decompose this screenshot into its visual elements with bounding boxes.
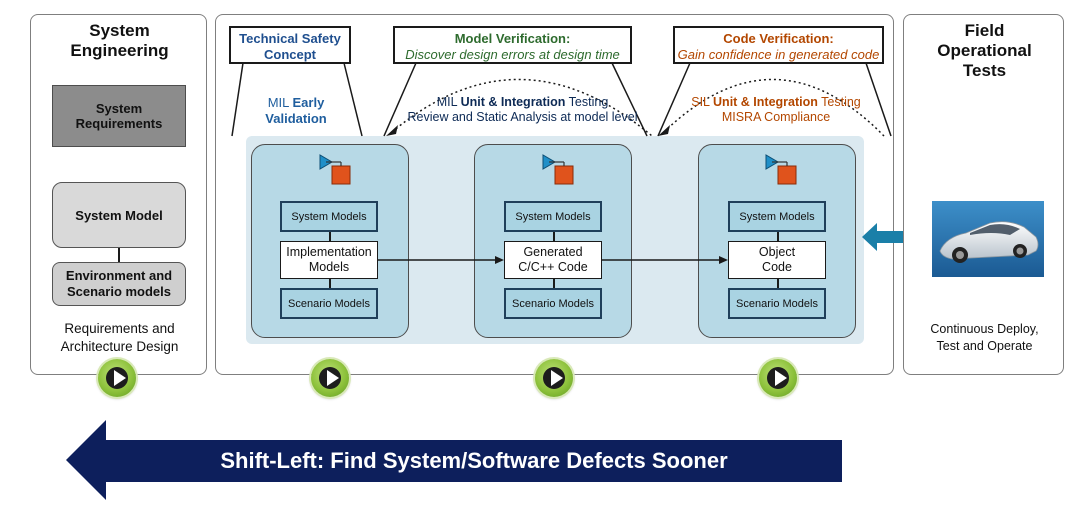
- stage-code-generated-code: Generated C/C++ Code: [504, 241, 602, 279]
- play-button-code[interactable]: [535, 359, 573, 397]
- car-image: [932, 201, 1044, 277]
- system-model-box: System Model: [52, 182, 186, 248]
- stage-code-connector-bottom: [553, 279, 555, 288]
- shift-left-label: Shift-Left: Find System/Software Defects…: [220, 448, 728, 473]
- sil-testing-arc: [663, 78, 885, 137]
- sil-testing-label: SIL Unit & Integration Testing MISRA Com…: [691, 95, 861, 124]
- field-operational-panel: Field Operational Tests Continuous Deplo…: [903, 14, 1064, 375]
- stage-code-scenario-models: Scenario Models: [504, 288, 602, 319]
- mil-testing-arc: [391, 78, 653, 137]
- requirements-caption: Requirements and Architecture Design: [60, 321, 179, 354]
- stage-mil-system-models: System Models: [280, 201, 378, 232]
- play-button-requirements[interactable]: [98, 359, 136, 397]
- mil-testing-label: MIL Unit & Integration Testing Review an…: [407, 95, 638, 124]
- code-verification-leader-right: [865, 62, 892, 137]
- technical-safety-callout: Technical Safety Concept: [229, 26, 351, 64]
- stage-sil-system-models: System Models: [728, 201, 826, 232]
- stage-sil-object-code: Object Code: [728, 241, 826, 279]
- stage-mil-connector-bottom: [329, 279, 331, 288]
- stage-mil-implementation-models: Implementation Models: [280, 241, 378, 279]
- code-verification-leader-left: [657, 62, 691, 137]
- play-button-sil[interactable]: [759, 359, 797, 397]
- field-caption: Continuous Deploy, Test and Operate: [930, 322, 1039, 353]
- safety-leader-left: [231, 62, 244, 137]
- stage-sil-connector-bottom: [777, 279, 779, 288]
- flow-arrow-2-head: [719, 256, 728, 264]
- system-engineering-panel: System Engineering System Requirements S…: [30, 14, 207, 375]
- code-verification-callout: Code Verification: Gain confidence in ge…: [673, 26, 884, 64]
- stage-sil-connector-top: [777, 232, 779, 241]
- model-verification-leader-right: [611, 62, 648, 137]
- system-requirements-box: System Requirements: [52, 85, 186, 147]
- stage-mil-connector-top: [329, 232, 331, 241]
- flow-arrow-1-head: [495, 256, 504, 264]
- field-operational-title: Field Operational Tests: [937, 21, 1032, 80]
- play-button-mil[interactable]: [311, 359, 349, 397]
- model-connector: [118, 248, 120, 262]
- environment-scenario-box: Environment and Scenario models: [52, 262, 186, 306]
- simulink-model-icon: [542, 154, 574, 185]
- safety-leader-right: [343, 62, 363, 137]
- stage-code-connector-top: [553, 232, 555, 241]
- simulink-model-icon: [319, 154, 351, 185]
- shift-left-arrow: [66, 420, 842, 500]
- bidirectional-arrow: [862, 223, 928, 251]
- stage-mil-scenario-models: Scenario Models: [280, 288, 378, 319]
- model-verification-callout: Model Verification: Discover design erro…: [393, 26, 632, 64]
- mil-testing-arc-head: [386, 125, 398, 136]
- model-verification-leader-left: [383, 62, 417, 137]
- system-engineering-title: System Engineering: [70, 21, 169, 60]
- sil-testing-arc-head: [658, 125, 670, 136]
- stage-code-system-models: System Models: [504, 201, 602, 232]
- simulink-model-icon: [765, 154, 797, 185]
- stage-sil-scenario-models: Scenario Models: [728, 288, 826, 319]
- mil-early-validation-label: MIL Early Validation: [265, 95, 327, 126]
